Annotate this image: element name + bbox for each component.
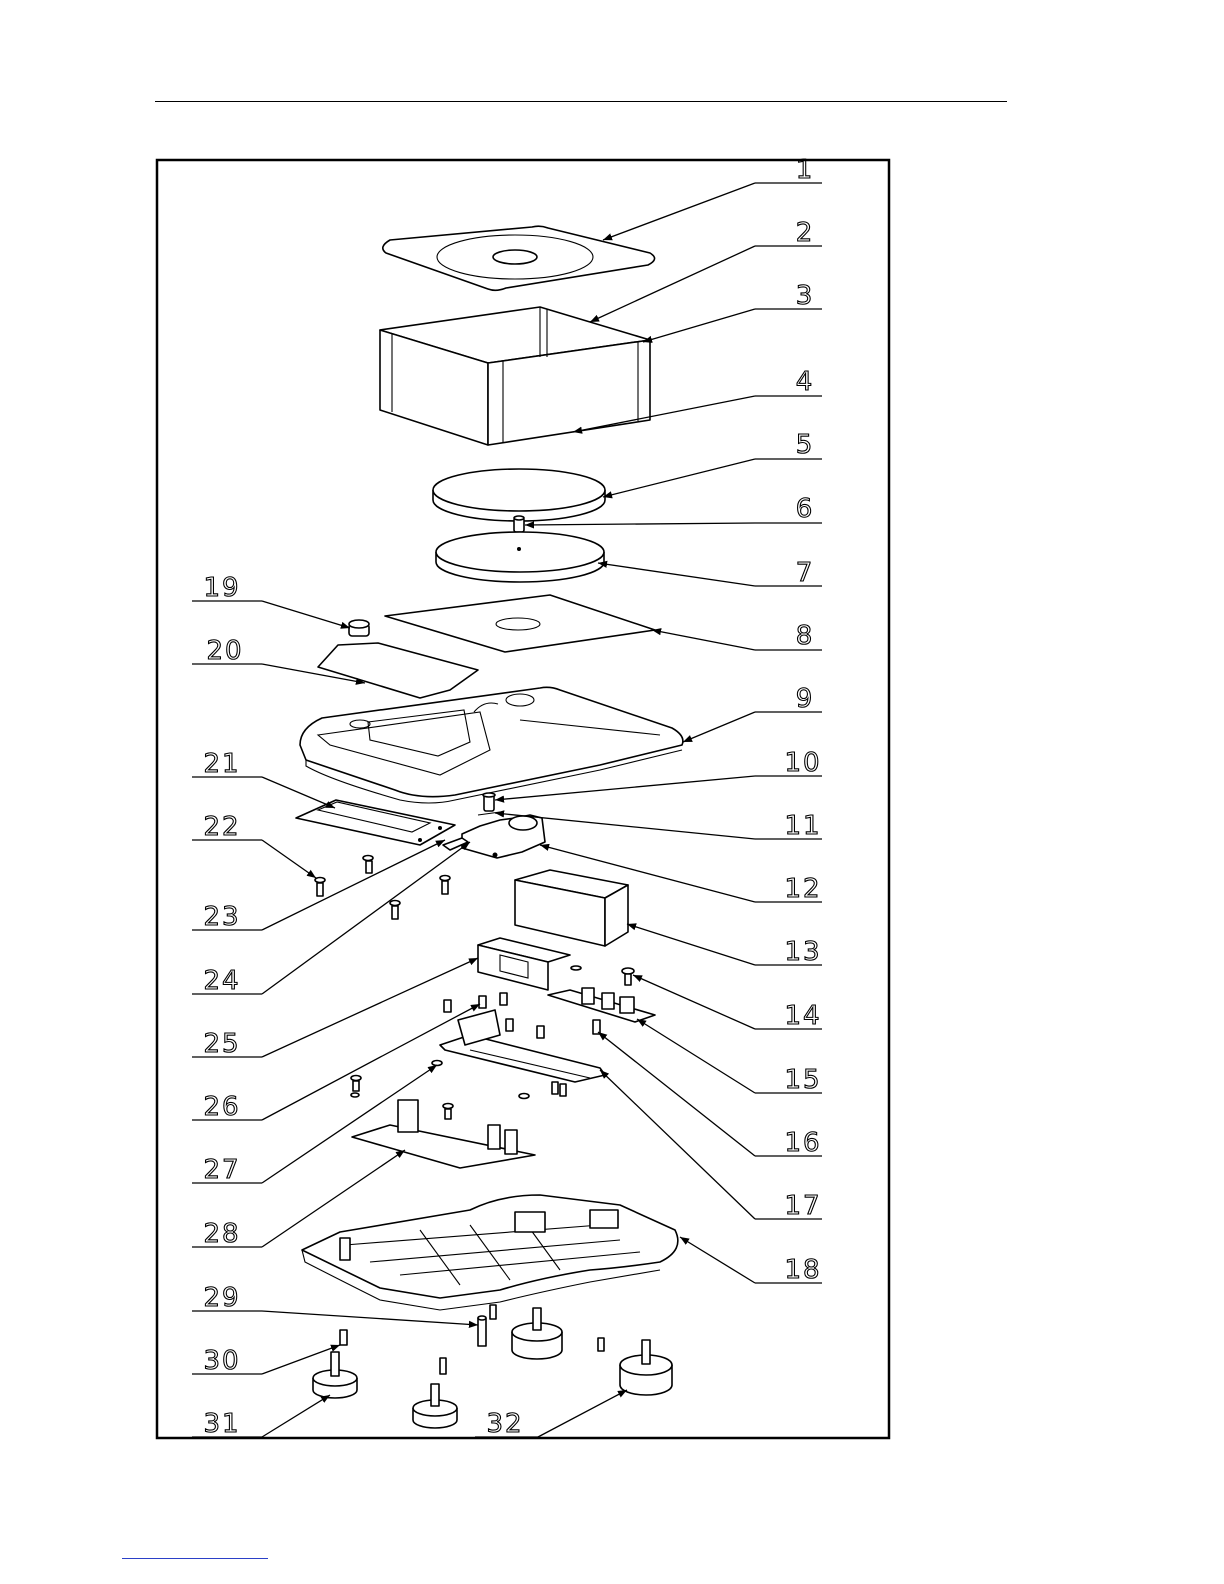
part-pan-pin: [514, 516, 524, 532]
svg-text:11: 11: [784, 811, 821, 841]
callout-8: 8: [652, 621, 822, 651]
callout-14: 14: [633, 975, 822, 1031]
callout-13: 13: [627, 924, 822, 967]
svg-text:4: 4: [796, 367, 815, 397]
svg-text:28: 28: [203, 1219, 240, 1249]
svg-text:32: 32: [486, 1409, 523, 1439]
svg-text:19: 19: [203, 573, 240, 603]
svg-text:14: 14: [784, 1001, 821, 1031]
svg-text:21: 21: [203, 749, 240, 779]
svg-text:22: 22: [203, 812, 240, 842]
part-top-housing: [300, 687, 683, 803]
svg-text:16: 16: [784, 1128, 821, 1158]
part-battery: [515, 870, 628, 946]
part-screw-14: [571, 966, 634, 985]
svg-text:12: 12: [784, 874, 821, 904]
svg-text:3: 3: [796, 281, 815, 311]
svg-text:8: 8: [796, 621, 815, 651]
svg-text:15: 15: [784, 1065, 821, 1095]
part-gasket-sheet: [385, 595, 655, 652]
part-pcb-strip: [548, 988, 655, 1022]
svg-text:9: 9: [796, 684, 815, 714]
svg-text:31: 31: [203, 1409, 240, 1439]
part-bracket-assembly: [462, 793, 545, 858]
svg-text:24: 24: [203, 966, 240, 996]
svg-text:1: 1: [796, 155, 815, 185]
callout-18: 18: [680, 1237, 822, 1285]
part-main-board: [352, 1100, 535, 1168]
part-small-screws: [315, 856, 450, 920]
callout-3: 3: [643, 281, 822, 342]
callout-9: 9: [683, 684, 822, 742]
part-frame: [432, 1010, 605, 1099]
svg-text:18: 18: [784, 1255, 821, 1285]
part-display-board: [296, 800, 455, 845]
callout-16: 16: [598, 1032, 822, 1158]
svg-text:29: 29: [203, 1283, 240, 1313]
callout-30: 30: [192, 1345, 340, 1376]
svg-text:20: 20: [206, 636, 243, 666]
part-base-housing: [302, 1195, 678, 1310]
svg-text:2: 2: [796, 218, 815, 248]
part-display-window: [318, 643, 478, 698]
svg-text:10: 10: [784, 748, 821, 778]
svg-text:26: 26: [203, 1092, 240, 1122]
svg-text:13: 13: [784, 937, 821, 967]
callout-1: 1: [603, 155, 822, 240]
callout-32: 32: [475, 1390, 627, 1439]
svg-text:25: 25: [203, 1029, 240, 1059]
part-weighing-pan: [433, 469, 605, 521]
svg-text:6: 6: [796, 494, 815, 524]
callout-19: 19: [192, 573, 350, 628]
svg-text:27: 27: [203, 1155, 240, 1185]
part-cap: [349, 620, 369, 636]
callout-22: 22: [192, 812, 316, 878]
svg-text:17: 17: [784, 1191, 821, 1221]
part-pins: [340, 1305, 604, 1374]
part-load-cell: [478, 938, 570, 990]
callout-5: 5: [603, 430, 822, 497]
callout-31: 31: [192, 1395, 330, 1439]
svg-text:5: 5: [796, 430, 815, 460]
footer-link-underline: [122, 1558, 268, 1559]
callout-7: 7: [598, 558, 822, 588]
svg-text:7: 7: [796, 558, 815, 588]
part-pan-support: [436, 532, 604, 582]
callout-2: 2: [590, 218, 822, 322]
svg-text:23: 23: [203, 902, 240, 932]
svg-text:30: 30: [203, 1346, 240, 1376]
